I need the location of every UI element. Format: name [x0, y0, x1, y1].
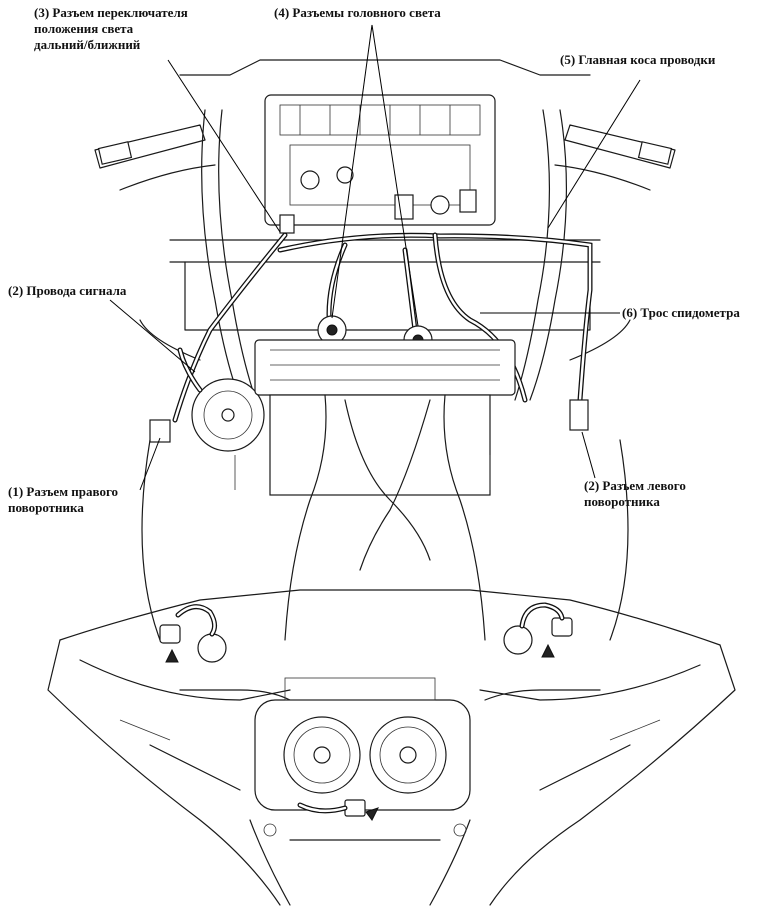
- fairing-outline: [47, 589, 736, 906]
- label-line: (6) Трос спидометра: [622, 305, 740, 320]
- label-dimmer-connector: (3) Разъем переключателя положения света…: [34, 5, 188, 53]
- label-speedometer-cable: (6) Трос спидометра: [622, 305, 740, 321]
- horn: [177, 347, 265, 452]
- leader-lines: [109, 24, 641, 491]
- label-line: (2) Разъем левого: [584, 478, 686, 493]
- label-line: (2) Провода сигнала: [8, 283, 127, 298]
- label-line: поворотника: [8, 500, 84, 515]
- label-line: (1) Разъем правого: [8, 484, 119, 499]
- label-horn-wires: (2) Провода сигнала: [8, 283, 126, 299]
- label-line: (5) Главная коса проводки: [560, 52, 716, 67]
- instrument-mount: [264, 94, 496, 234]
- headlight-connectors: [317, 242, 433, 355]
- label-right-turn-connector: (1) Разъем правого поворотника: [8, 484, 118, 516]
- turn-signals: [159, 602, 573, 663]
- label-left-turn-connector: (2) Разъем левого поворотника: [584, 478, 686, 510]
- label-line: (3) Разъем переключателя: [34, 5, 188, 20]
- handlebars: [94, 124, 676, 191]
- lower-nose: [249, 819, 471, 906]
- label-line: (4) Разъемы головного света: [274, 5, 441, 20]
- label-headlight-connectors: (4) Разъемы головного света: [274, 5, 441, 21]
- label-line: дальний/ближний: [34, 37, 141, 52]
- headlight-unit: [254, 677, 471, 821]
- central-body: [141, 339, 629, 641]
- label-main-harness: (5) Главная коса проводки: [560, 52, 715, 68]
- label-line: положения света: [34, 21, 134, 36]
- label-line: поворотника: [584, 494, 660, 509]
- main-wiring-harness: [149, 232, 593, 443]
- frame-tubes: [139, 59, 631, 401]
